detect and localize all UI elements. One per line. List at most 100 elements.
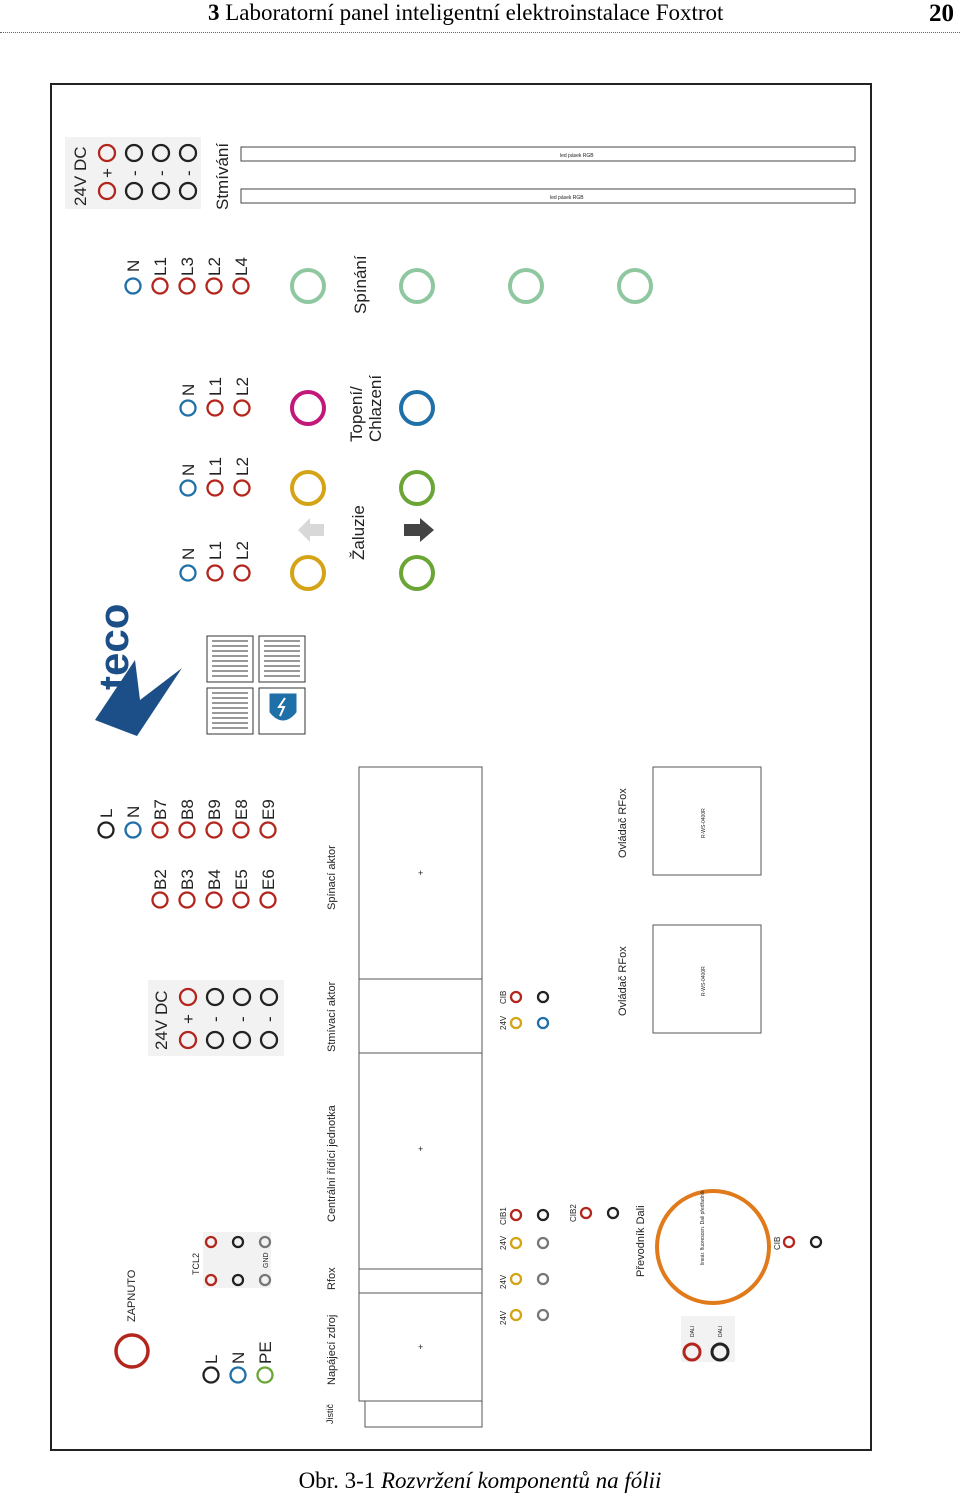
terminal-n [179,399,197,417]
tcl2-minus [231,1273,245,1287]
terminal-b9 [205,821,223,839]
light-1 [290,268,326,304]
connector-24v [509,1272,523,1286]
terminal-n [124,821,142,839]
terminal-l [202,1366,220,1384]
terminal-label-l2: L2 [233,377,252,396]
caption-text: Rozvržení komponentů na fólii [380,1468,662,1493]
terminal-label-l: L [202,1355,221,1364]
terminal-label-n: N [179,464,198,476]
rfox-controller-2 [652,924,762,1034]
terminal-l1 [206,479,224,497]
stmivani-label: Stmívání [213,143,232,210]
terminal-dc-minus-2 [124,143,144,163]
terminal-label-l2: L2 [233,541,252,560]
plus-sign: + [98,168,117,178]
light-2 [399,268,435,304]
zaluzie-label: Žaluzie [349,505,368,560]
terminal-e8 [232,821,250,839]
terminal-dc-minus-7 [205,1030,225,1050]
arrow-right-icon [404,518,434,542]
terminal-b3 [178,891,196,909]
foil-panel-frame [50,83,872,1451]
terminal-label-e8: E8 [232,799,251,820]
certification-marks [206,635,306,735]
terminal-label-n: N [179,384,198,396]
terminal-label-n: N [124,806,143,818]
terminal-label-b7: B7 [151,799,170,820]
terminal-label-l2: L2 [233,457,252,476]
caption-prefix: Obr. 3-1 [298,1468,381,1493]
terminal-dc-minus-12 [259,987,279,1007]
label-24v: 24V [499,1015,508,1030]
terminal-label-e9: E9 [259,799,278,820]
terminal-label-l2: L2 [205,257,224,276]
dali-minus-label: DALI [718,1326,724,1337]
terminal-l2 [233,479,251,497]
figure-caption: Obr. 3-1 Rozvržení komponentů na fólii [0,1468,960,1494]
terminal-label-e5: E5 [232,869,251,890]
terminal-b4 [205,891,223,909]
terminal-dc-minus-1 [124,181,144,201]
connector-minus [536,1016,550,1030]
label-rfox: Rfox [326,1267,338,1290]
terminal-l1 [206,399,224,417]
terminal-b2 [151,891,169,909]
connector-24v [509,1236,523,1250]
dc24-top-label: 24V DC [71,146,90,206]
blind-up-indicator-1 [290,470,326,506]
cert-lines [264,640,300,677]
tcl2-label: TCL2 [191,1253,201,1275]
led-strip-2-label: led pásek RGB [550,195,584,201]
connector-cib2-plus [579,1206,593,1220]
plus-sign: + [179,1014,198,1024]
lightning-icon [277,697,286,717]
ovladac-rfox-label-1: Ovládač RFox [617,788,629,858]
label-stmivaci-aktor: Stmívací aktor [326,981,338,1052]
ovladac-rfox-label-2: Ovládač RFox [617,946,629,1016]
minus-sign: - [206,1016,225,1022]
terminal-n [124,277,142,295]
terminal-label-l1: L1 [206,457,225,476]
terminal-label-b2: B2 [151,869,170,890]
switch-lights [290,268,653,304]
terminal-dc-minus-5 [178,181,198,201]
terminal-e9 [259,821,277,839]
module-center-mark: + [418,1144,423,1154]
dali-plus [682,1342,702,1362]
connector-minus [536,1236,550,1250]
minus-sign: - [179,170,198,176]
cert-lines [212,640,248,677]
terminal-dc-minus-4 [151,143,171,163]
label-jistic: Jistič [325,1404,335,1424]
terminal-label-b4: B4 [205,869,224,890]
chapter-title-text: Laboratorní panel inteligentní elektroin… [225,0,724,25]
terminal-b7 [151,821,169,839]
module-napajeci-zdroj [358,1292,483,1402]
led-strip-1-label: led pásek RGB [560,153,594,159]
terminal-label-b9: B9 [205,799,224,820]
terminal-n [229,1366,247,1384]
dc24-top-block [65,137,201,209]
cooling-indicator [399,390,435,426]
blind-down-indicator-2 [399,555,435,591]
terminal-l1 [151,277,169,295]
topeni-label: Topení/ [347,386,366,442]
terminal-label-e6: E6 [259,869,278,890]
tcl2-plus-2 [204,1235,218,1249]
page-number: 20 [929,0,954,27]
label-cib: CIB [773,1237,782,1250]
teco-logo: teco [90,604,182,736]
label-spinaci-aktor: Spínací aktor [326,845,338,910]
minus-sign: - [260,1016,279,1022]
connector-cib-plus [509,990,523,1004]
led-strip-2 [240,188,856,204]
label-24v: 24V [499,1274,508,1289]
terminal-dc-minus-3 [151,181,171,201]
terminal-e5 [232,891,250,909]
light-4 [617,268,653,304]
terminal-dc-plus-1 [97,181,117,201]
heating-indicator [290,390,326,426]
arrow-left-icon [298,518,324,542]
